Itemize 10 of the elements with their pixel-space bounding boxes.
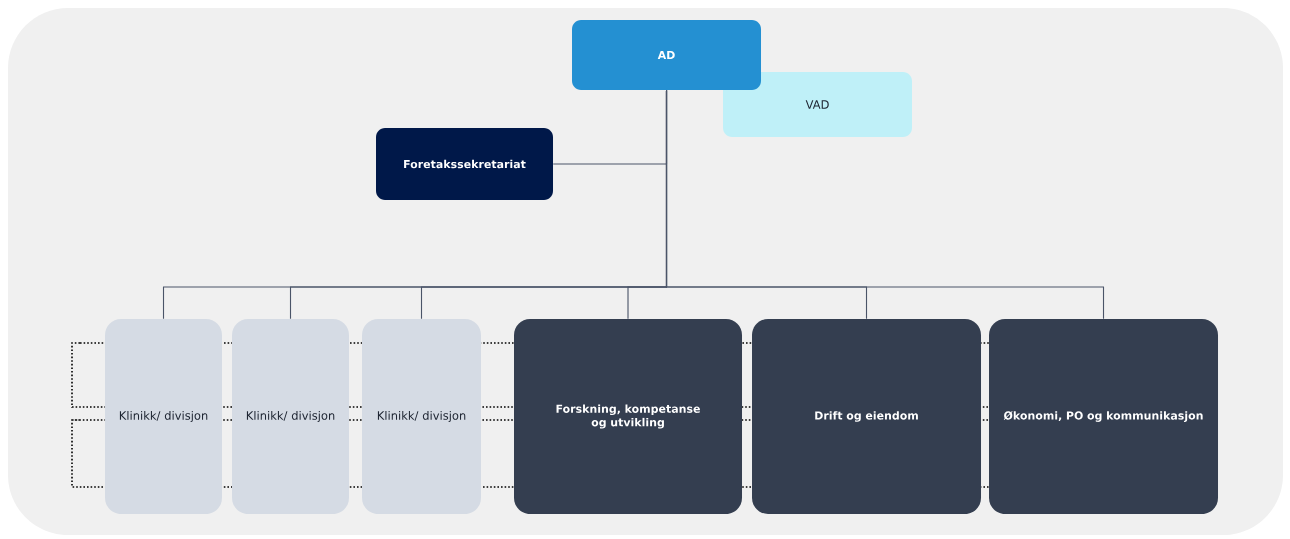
connector-line bbox=[665, 89, 1105, 320]
deputy-box: VAD bbox=[723, 72, 912, 137]
unit-box: Klinikk/ divisjon bbox=[362, 319, 481, 514]
unit-box: Klinikk/ divisjon bbox=[232, 319, 349, 514]
unit-box: Økonomi, PO og kommunikasjon bbox=[989, 319, 1218, 514]
unit-box: Drift og eiendom bbox=[752, 319, 981, 514]
director-box: AD bbox=[572, 20, 761, 90]
secretariat-box: Foretakssekretariat bbox=[376, 128, 553, 200]
unit-box: Klinikk/ divisjon bbox=[105, 319, 222, 514]
unit-box: Forskning, kompetanse og utvikling bbox=[514, 319, 742, 514]
